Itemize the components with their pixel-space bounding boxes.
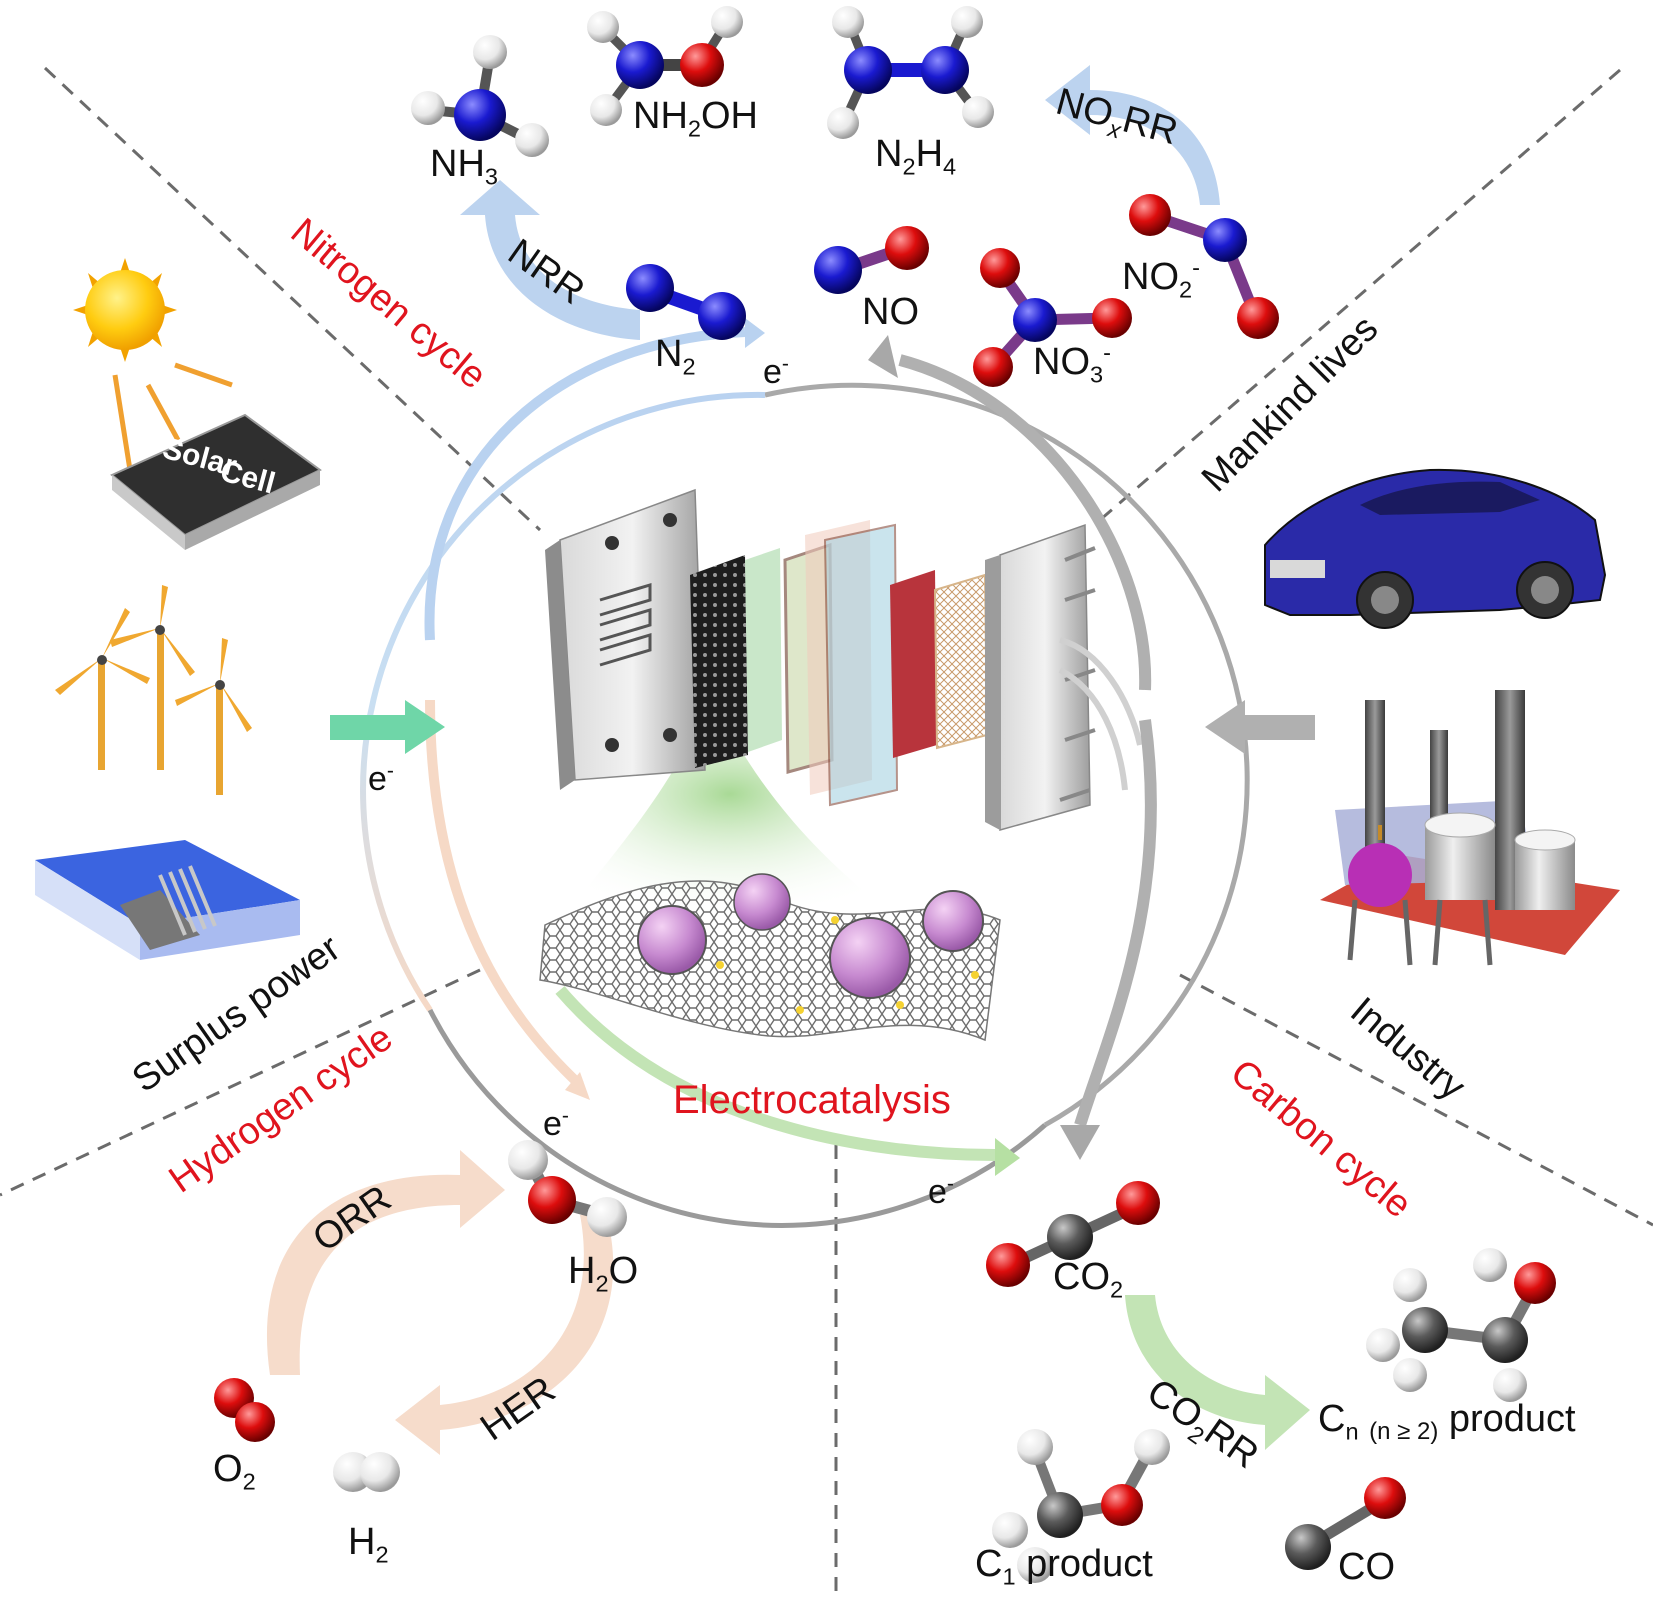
c1-product-label: C1 product <box>975 1543 1153 1588</box>
electrolyzer-stack <box>545 488 1143 831</box>
cn-text: product <box>1438 1398 1576 1440</box>
n2h4-sub1: 2 <box>902 153 916 180</box>
n2-base: N <box>655 333 683 375</box>
nh2oh-a: NH <box>633 95 688 137</box>
electron-arrow-to-h2o <box>425 699 584 1089</box>
electron-charge: - <box>386 759 394 783</box>
h2o-b: O <box>608 1250 639 1292</box>
cn-product-molecule <box>1366 1248 1556 1402</box>
nh3-base: NH <box>430 143 485 185</box>
o2-sub: 2 <box>242 1468 256 1495</box>
wind-turbines <box>55 585 252 795</box>
electron-arrow-to-n2 <box>424 327 746 641</box>
factory-icon <box>1320 690 1620 966</box>
no2-base: NO <box>1122 256 1179 298</box>
graphene-catalyst <box>539 873 1001 1042</box>
h2-base: H <box>348 1521 376 1563</box>
nh2oh-b: OH <box>701 95 758 137</box>
electron-symbol: e <box>928 1173 947 1211</box>
power-input-arrow <box>330 700 445 754</box>
h2o-label: H2O <box>568 1250 639 1295</box>
cn-product-label: Cn (n ≥ 2) product <box>1318 1400 1576 1444</box>
cn-cond: (n ≥ 2) <box>1369 1418 1439 1445</box>
h2-molecule <box>333 1452 400 1492</box>
no3-molecule <box>973 248 1132 387</box>
n2h4-a: N <box>875 133 903 175</box>
electron-charge: - <box>946 1172 954 1196</box>
o2-molecule <box>214 1378 275 1442</box>
c1-sub: 1 <box>1002 1563 1016 1590</box>
n2-label: N2 <box>655 333 696 378</box>
nrr-arrow <box>460 180 640 340</box>
electron-label-hydrogen: e- <box>543 1104 569 1143</box>
industry-arrow-to-no <box>898 354 1152 691</box>
nh3-sub: 3 <box>484 163 498 190</box>
orr-arrow <box>266 1150 505 1375</box>
c1-text: product <box>1015 1543 1153 1585</box>
electron-symbol: e <box>543 1105 562 1143</box>
her-arrow <box>395 1210 614 1455</box>
electron-label-power: e- <box>368 759 394 798</box>
no2-sub: 2 <box>1179 276 1193 303</box>
electron-label-nitrogen: e- <box>763 352 789 391</box>
co2-label: CO2 <box>1053 1256 1123 1301</box>
noxrr-arrow <box>1045 65 1220 205</box>
electron-charge: - <box>561 1104 569 1128</box>
h2o-a: H <box>568 1250 596 1292</box>
nh3-label: NH3 <box>430 143 498 188</box>
h2-sub: 2 <box>375 1541 389 1568</box>
no3-sup: - <box>1103 339 1111 366</box>
n2-molecule <box>626 264 746 340</box>
hydro-dam <box>35 840 300 960</box>
no3-label: NO3- <box>1033 341 1111 387</box>
co2-molecule <box>986 1181 1160 1287</box>
cn-sub: n <box>1345 1418 1359 1445</box>
co-label: CO <box>1338 1546 1395 1588</box>
no3-sub: 3 <box>1090 361 1104 388</box>
h2-label: H2 <box>348 1521 389 1566</box>
nh2oh-molecule <box>587 6 743 126</box>
industry-arrow-to-co2 <box>1074 719 1157 1127</box>
electron-symbol: e <box>763 353 782 391</box>
c1-base: C <box>975 1543 1003 1585</box>
no3-base: NO <box>1033 341 1090 383</box>
co2-sub: 2 <box>1110 1276 1124 1303</box>
no2-sup: - <box>1192 254 1200 281</box>
cn-base: C <box>1318 1398 1346 1440</box>
h2o-sub: 2 <box>595 1270 609 1297</box>
n2h4-molecule <box>827 6 994 139</box>
electron-symbol: e <box>368 760 387 798</box>
car-icon <box>1264 468 1607 629</box>
co-molecule <box>1285 1477 1406 1570</box>
c1-product-molecule <box>992 1429 1170 1583</box>
no-molecule <box>814 226 929 294</box>
nh2oh-label: NH2OH <box>633 95 758 140</box>
h2o-molecule <box>508 1140 627 1237</box>
co2-base: CO <box>1053 1256 1110 1298</box>
n2-sub: 2 <box>682 353 696 380</box>
no2-molecule <box>1129 194 1279 339</box>
o2-label: O2 <box>213 1448 256 1493</box>
electron-charge: - <box>781 352 789 376</box>
sun-icon <box>73 258 233 471</box>
o2-base: O <box>213 1448 243 1490</box>
nh3-molecule <box>411 35 549 157</box>
n2h4-sub2: 4 <box>943 153 957 180</box>
electron-label-carbon: e- <box>928 1172 954 1211</box>
electrocatalysis-label: Electrocatalysis <box>673 1078 951 1122</box>
solar-cell <box>110 413 322 550</box>
catalyst-glow <box>560 740 900 920</box>
industry-input-arrow <box>1205 700 1315 754</box>
no-label: NO <box>862 291 919 333</box>
n2h4-b: H <box>915 133 944 175</box>
no2-label: NO2- <box>1122 256 1200 302</box>
co2rr-arrow <box>1125 1295 1310 1450</box>
nh2oh-sub: 2 <box>687 115 701 142</box>
n2h4-label: N2H4 <box>875 133 956 178</box>
central-cycle-circle <box>360 382 1250 1228</box>
electron-arrow-to-co2 <box>555 986 996 1161</box>
